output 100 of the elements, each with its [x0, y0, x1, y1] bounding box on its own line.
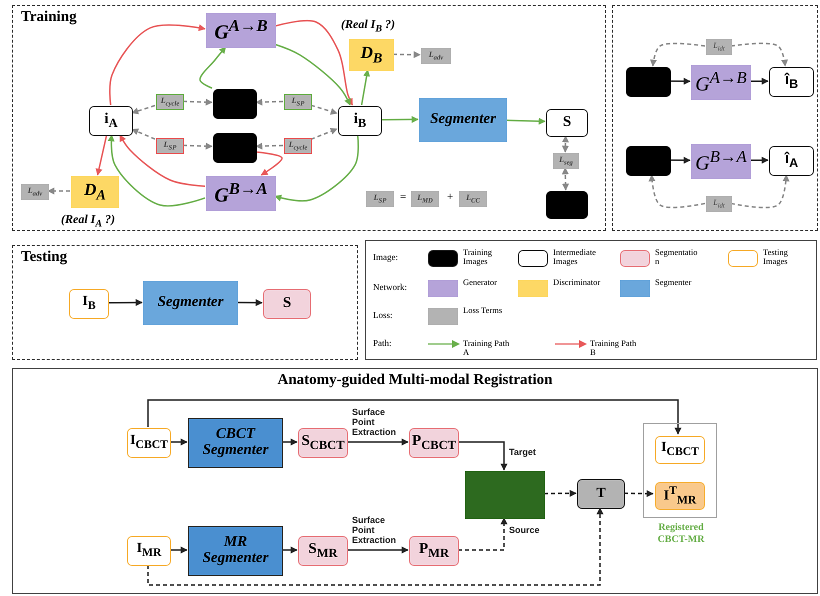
- image-node: [769, 146, 814, 176]
- transform-node: [577, 479, 625, 509]
- arrow: [310, 104, 338, 115]
- node-label: P$_{MR}$: [419, 542, 449, 560]
- loss-term-box: [156, 138, 184, 154]
- node-label: î$_{B}$: [784, 72, 798, 92]
- arrow: [131, 128, 156, 140]
- loss-term-box: [366, 191, 394, 207]
- image-node: [127, 536, 171, 566]
- node-label: î$_{A}$: [784, 151, 798, 171]
- formula-operator: +: [447, 191, 454, 203]
- arrow: [47, 188, 70, 194]
- loss-term-box: [706, 39, 732, 55]
- node-label: MR Segmenter: [202, 535, 268, 567]
- legend-label: Generator: [463, 278, 498, 287]
- segmenter-box: [419, 98, 507, 142]
- arrow: [170, 438, 188, 446]
- arrow: [750, 78, 769, 85]
- arrow: [730, 42, 788, 67]
- arrow: [282, 438, 298, 446]
- node-label: Segmenter: [158, 295, 224, 311]
- arrow: [182, 98, 213, 106]
- arrow: [119, 134, 206, 187]
- loss-term-box: [156, 94, 184, 110]
- formula-operator: =: [400, 191, 406, 203]
- legend-row-label: Loss:: [373, 310, 393, 320]
- legend-row-label: Image:: [373, 252, 398, 262]
- legend-row-label: Path:: [373, 338, 392, 348]
- image-node: [127, 428, 171, 458]
- segmenter-box: [143, 281, 238, 325]
- arrow: [392, 51, 421, 58]
- arrow: [506, 118, 546, 125]
- arrow: [562, 167, 570, 191]
- node-label: L$_{MD}$: [417, 194, 433, 204]
- arrow: [274, 44, 351, 106]
- arrow: [347, 438, 409, 446]
- node-label: L$_{cycle}$: [160, 96, 180, 108]
- node-label: CBCT Segmenter: [202, 427, 268, 459]
- training-image-block: [626, 67, 671, 97]
- arrow: [282, 546, 298, 554]
- node-label: S: [282, 296, 292, 312]
- panel-heading: Anatomy-guided Multi-modal Registration: [278, 373, 552, 389]
- loss-term-box: [284, 138, 312, 154]
- arrow: [108, 299, 143, 306]
- panel: [12, 368, 818, 594]
- arrow: [96, 134, 108, 176]
- loss-term-box: [411, 191, 439, 207]
- loss-term-box: [284, 94, 312, 110]
- image-node: [89, 106, 133, 136]
- node-label: L$_{seg}$: [559, 156, 573, 166]
- legend-row-label: Network:: [373, 282, 407, 292]
- segmenter-box: [188, 418, 283, 468]
- legend-label: Testing Images: [763, 248, 789, 266]
- node-label: i$_{B}$: [354, 112, 366, 130]
- node-label: G$^{B→A}$: [214, 180, 268, 207]
- node-label: L$_{adv}$: [28, 186, 42, 198]
- arrow: [147, 507, 604, 586]
- arrow: [670, 78, 691, 85]
- arrow: [274, 134, 359, 202]
- node-label: S: [562, 115, 572, 131]
- node-label: L$_{cycle}$: [288, 140, 308, 152]
- arrow: [624, 490, 654, 498]
- node-label: Segmenter: [430, 112, 496, 128]
- segmentation-node: [298, 428, 348, 458]
- panel-heading: Training: [21, 10, 77, 26]
- legend-label: Segmenter: [655, 278, 692, 287]
- arrow: [360, 69, 370, 106]
- node-label: L$_{SP}$: [292, 96, 304, 108]
- node-label: L$_{CC}$: [466, 194, 480, 204]
- image-node: [69, 289, 109, 319]
- node-label: L$_{idt}$: [713, 198, 725, 210]
- arrow: [199, 46, 226, 89]
- generator-box: [206, 13, 276, 48]
- arrow: [458, 517, 508, 551]
- node-caption: (Real I$_{A}$ ?): [61, 212, 116, 230]
- node-label: I$_{B}$: [82, 295, 96, 313]
- node-label: I$_{CBCT}$: [661, 441, 699, 459]
- arrow: [109, 24, 206, 106]
- node-label: G$^{A→B}$: [695, 69, 747, 96]
- image-node: [769, 67, 814, 97]
- arrow: [147, 399, 682, 435]
- node-caption: Registered CBCT-MR: [656, 522, 706, 545]
- arrow: [274, 20, 354, 106]
- node-label: P$_{CBCT}$: [412, 434, 456, 452]
- node-label: I$_{MR}$: [136, 542, 162, 560]
- node-label: L$_{SP}$: [164, 140, 176, 152]
- legend-label: Segmentatio n: [655, 248, 698, 266]
- node-label: L$_{idt}$: [713, 42, 725, 52]
- arrow: [170, 546, 188, 554]
- loss-term-box: [459, 191, 487, 207]
- arrow: [544, 490, 577, 497]
- node-label: T: [596, 486, 606, 502]
- loss-term-box: [553, 153, 579, 169]
- node-label: G$^{B→A}$: [695, 148, 747, 175]
- node-label: D$_{B}$: [360, 44, 382, 66]
- image-node: [338, 106, 382, 136]
- node-caption: (Real I$_{B}$ ?): [341, 17, 396, 34]
- training-image-block: [546, 191, 588, 219]
- image-node: [655, 436, 705, 464]
- training-image-block: [626, 146, 671, 176]
